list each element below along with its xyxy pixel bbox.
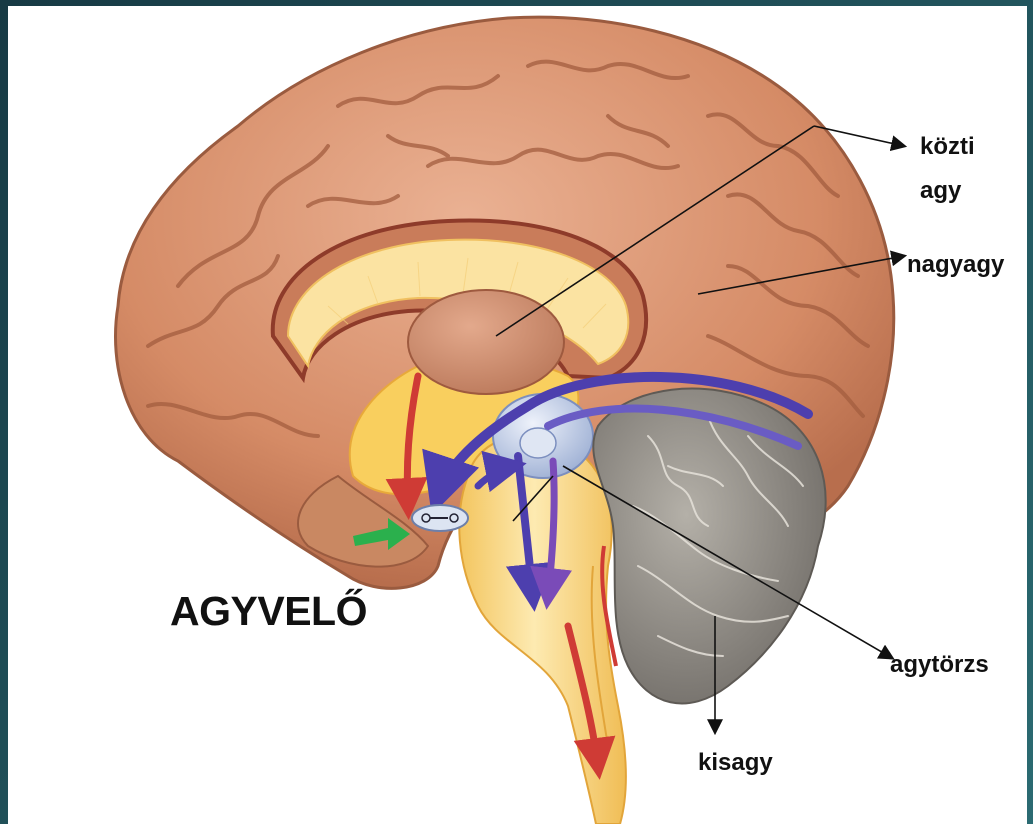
label-agytorzs: agytörzs bbox=[890, 650, 989, 680]
label-nagyagy: nagyagy bbox=[907, 250, 1004, 280]
cerebellum bbox=[593, 389, 825, 704]
label-kozti-agy-line1: közti bbox=[920, 132, 975, 162]
pituitary-gland bbox=[412, 505, 468, 531]
brain-sagittal-illustration bbox=[8, 6, 1027, 824]
label-kisagy: kisagy bbox=[698, 748, 773, 778]
diagram-canvas: közti agy nagyagy agytörzs kisagy AGYVEL… bbox=[8, 6, 1027, 824]
diagram-title: AGYVELŐ bbox=[170, 588, 367, 635]
label-kozti-agy-line2: agy bbox=[920, 176, 961, 206]
